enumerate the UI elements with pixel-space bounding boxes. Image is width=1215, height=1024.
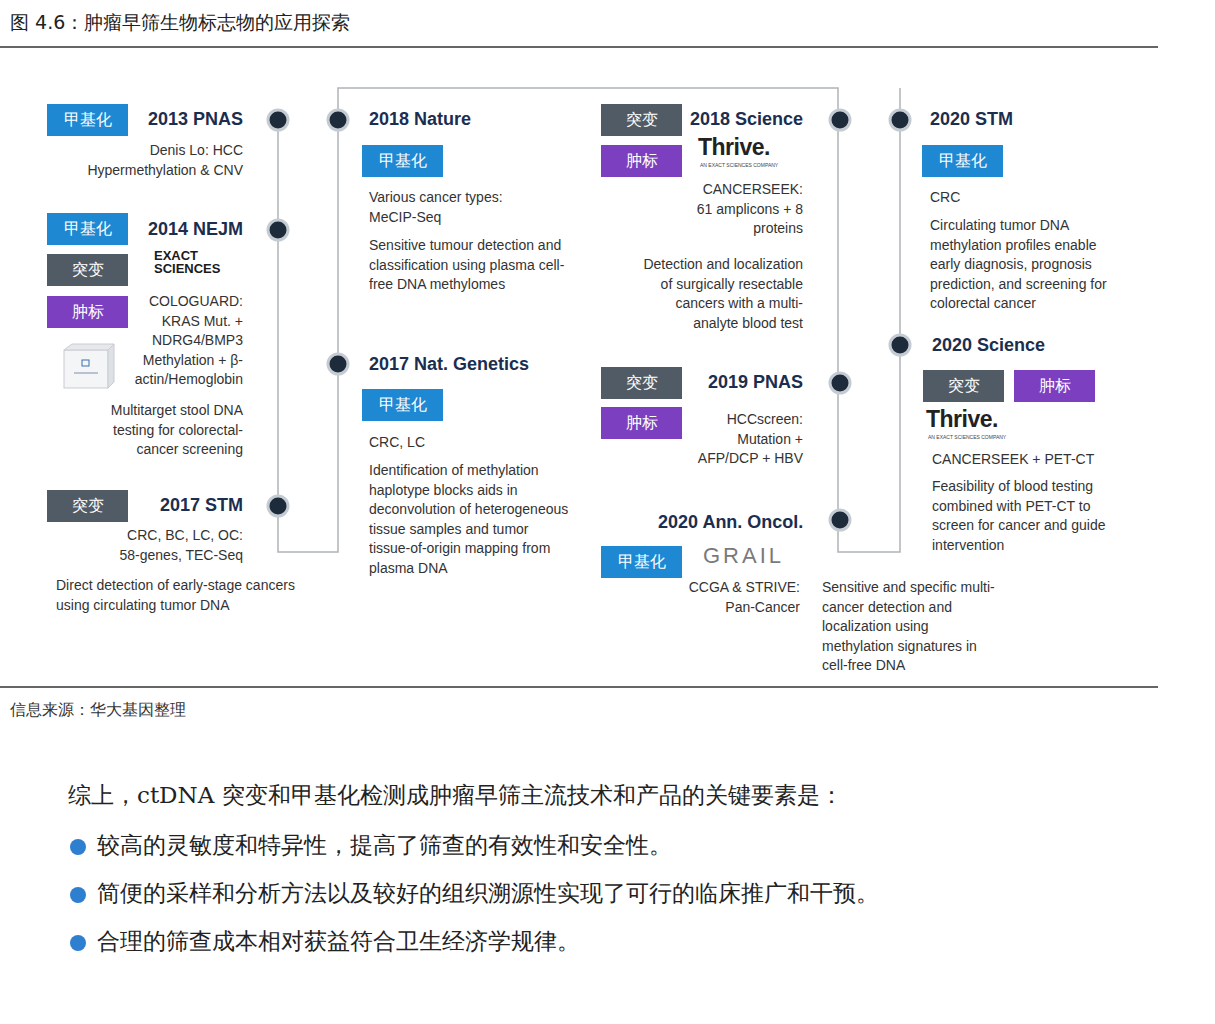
tag-text: 突变 (626, 373, 658, 394)
tag-box: 突变 (47, 254, 128, 286)
body-text: 简便的采样和分析方法以及较好的组织溯源性实现了可行的临床推广和干预。 (97, 878, 879, 908)
entry-heading: 2017 STM (160, 494, 243, 516)
tag-text: 肿标 (72, 302, 104, 323)
entry-text: Feasibility of blood testing combined wi… (932, 477, 1107, 555)
entry-text: CRC (930, 188, 1080, 208)
entry-text: Direct detection of early-stage cancers … (56, 576, 296, 615)
logo-tagline: AN EXACT SCIENCES COMPANY (700, 162, 778, 168)
tag-box: 突变 (601, 367, 682, 399)
entry-text: CRC, BC, LC, OC: 58-genes, TEC-Seq (113, 526, 243, 565)
entry-text: COLOGUARD: KRAS Mut. + NDRG4/BMP3 Methyl… (125, 292, 243, 390)
entry-heading: 2013 PNAS (148, 108, 243, 130)
entry-text: CCGA & STRIVE: Pan-Cancer (680, 578, 800, 617)
body-text: 综上，ctDNA 突变和甲基化检测成肿瘤早筛主流技术和产品的关键要素是： (68, 780, 843, 810)
entry-text: Detection and localization of surgically… (643, 255, 803, 333)
entry-heading: 2018 Science (690, 108, 803, 130)
company-logo: GRAIL (703, 543, 784, 569)
source-note: 信息来源：华大基因整理 (10, 700, 186, 721)
tag-text: 甲基化 (939, 151, 987, 172)
tag-text: 突变 (626, 110, 658, 131)
tag-box: 甲基化 (362, 145, 443, 177)
entry-heading: 2020 Science (932, 334, 1045, 356)
entry-text: Various cancer types: MeCIP-Seq (369, 188, 519, 227)
entry-heading: 2020 Ann. Oncol. (658, 511, 803, 533)
tag-box: 甲基化 (922, 145, 1003, 177)
tag-text: 突变 (948, 376, 980, 397)
tag-text: 甲基化 (379, 151, 427, 172)
tag-box: 肿标 (47, 296, 128, 328)
tag-box: 甲基化 (362, 389, 443, 421)
tag-box: 突变 (923, 370, 1004, 402)
entry-text: Denis Lo: HCC Hypermethylation & CNV (78, 141, 243, 180)
cologuard-box-icon (64, 344, 114, 388)
tag-text: 甲基化 (618, 552, 666, 573)
body-text: 合理的筛查成本相对获益符合卫生经济学规律。 (97, 926, 580, 956)
entry-text: Sensitive tumour detection and classific… (369, 236, 574, 295)
logo-tagline: AN EXACT SCIENCES COMPANY (928, 434, 1006, 440)
tag-text: 肿标 (626, 151, 658, 172)
tag-text: 甲基化 (379, 395, 427, 416)
tag-box: 甲基化 (601, 546, 682, 578)
entry-heading: 2017 Nat. Genetics (369, 353, 529, 375)
tag-text: 肿标 (626, 413, 658, 434)
tag-box: 甲基化 (47, 104, 128, 136)
bullet-dots (70, 839, 86, 951)
entry-heading: 2020 STM (930, 108, 1013, 130)
source-rule (0, 686, 1158, 688)
tag-text: 肿标 (1039, 376, 1071, 397)
entry-text: CRC, LC (369, 433, 519, 453)
entry-text: Multitarget stool DNA testing for colore… (93, 401, 243, 460)
tag-text: 突变 (72, 260, 104, 281)
tag-box: 突变 (601, 104, 682, 136)
entry-text: HCCscreen: Mutation + AFP/DCP + HBV (691, 410, 803, 469)
company-logo: EXACT SCIENCES (154, 249, 234, 275)
tag-box: 肿标 (601, 407, 682, 439)
company-logo: Thrive. (926, 406, 998, 433)
title-rule (0, 46, 1158, 48)
tag-box: 甲基化 (47, 213, 128, 245)
tag-text: 突变 (72, 496, 104, 517)
entry-text: Identification of methylation haplotype … (369, 461, 569, 578)
company-logo: Thrive. (698, 134, 770, 161)
tag-box: 肿标 (1014, 370, 1095, 402)
entry-text: Sensitive and specific multi-cancer dete… (822, 578, 1002, 676)
entry-text: CANCERSEEK + PET-CT (932, 450, 1132, 470)
tag-box: 突变 (47, 490, 128, 522)
timeline-dots (268, 110, 910, 530)
tag-text: 甲基化 (64, 219, 112, 240)
entry-text: CANCERSEEK: 61 amplicons + 8 proteins (689, 180, 803, 239)
figure-title: 图 4.6：肿瘤早筛生物标志物的应用探索 (10, 10, 350, 36)
entry-heading: 2014 NEJM (148, 218, 243, 240)
entry-text: Circulating tumor DNA methylation profil… (930, 216, 1110, 314)
entry-heading: 2019 PNAS (708, 371, 803, 393)
tag-box: 肿标 (601, 145, 682, 177)
body-text: 较高的灵敏度和特异性，提高了筛查的有效性和安全性。 (97, 830, 672, 860)
tag-text: 甲基化 (64, 110, 112, 131)
entry-heading: 2018 Nature (369, 108, 471, 130)
